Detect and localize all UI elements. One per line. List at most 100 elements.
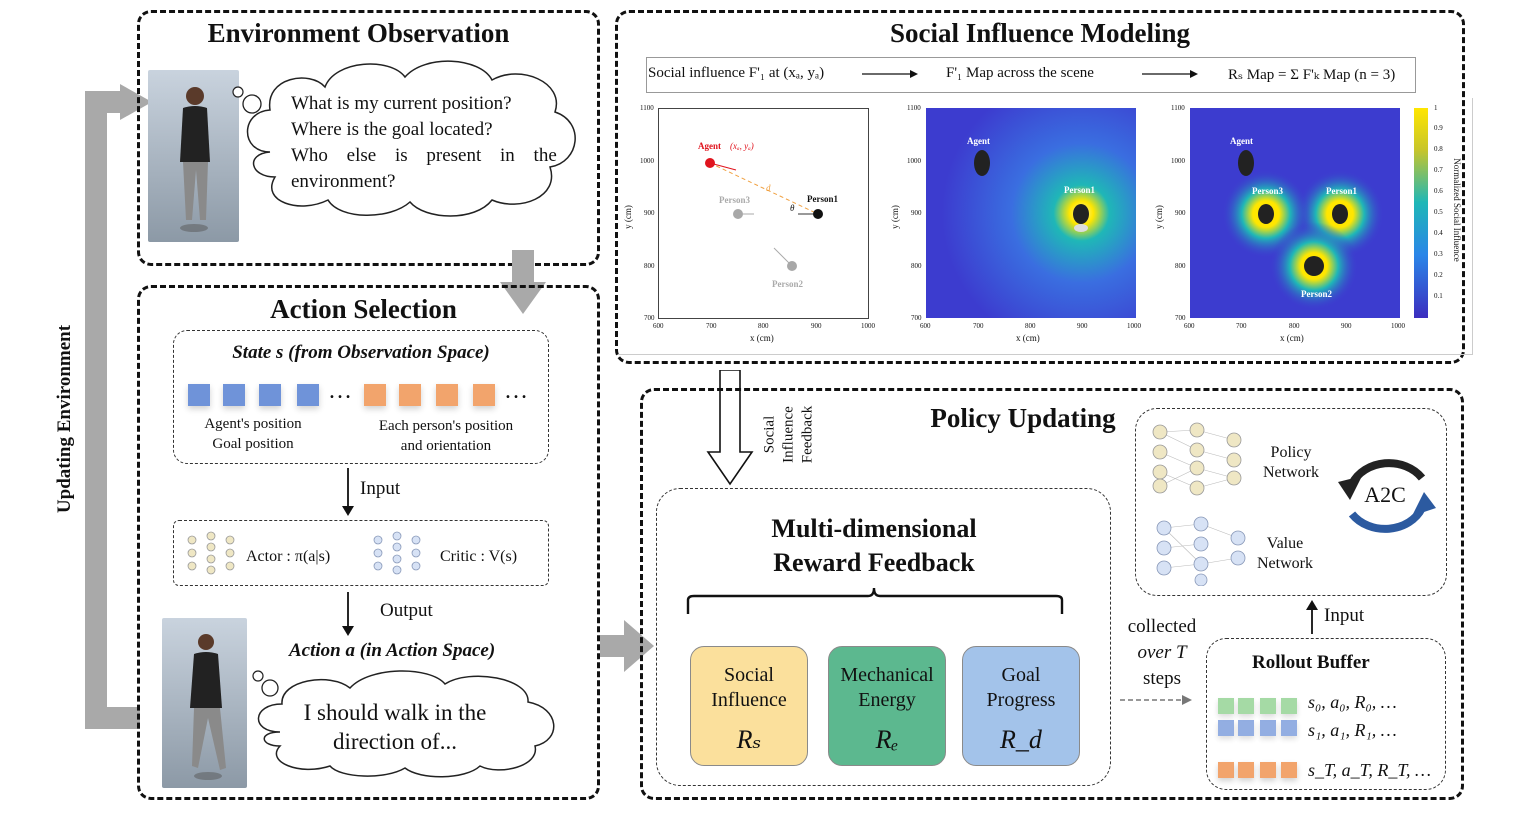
formula-social-influence: Social influence F'₁ at (xₐ, yₐ)	[648, 65, 825, 81]
state-title-text: State s (from Observation Space)	[232, 342, 490, 363]
person3-label: Person3	[719, 195, 750, 205]
buffer-chip	[1238, 762, 1254, 778]
collected-line3: steps	[1143, 668, 1181, 689]
plot-rs-heatmap	[1190, 108, 1400, 318]
buffer-chip	[1218, 720, 1234, 736]
feedback-arrow	[706, 370, 754, 486]
agent-label: Agent	[967, 136, 990, 146]
x-tick: 700	[1236, 322, 1247, 330]
reward-title-line2: Reward Feedback	[773, 548, 975, 577]
reward-social-influence: Social Influence Rₛ	[690, 646, 808, 766]
reward-energy-symbol: Rₑ	[875, 725, 899, 754]
state-title: State s (from Observation Space)	[173, 342, 549, 364]
action-thought-line2: direction of...	[333, 729, 457, 754]
state-chip	[436, 384, 458, 406]
y-tick: 800	[644, 262, 655, 270]
state-ellipsis: …	[328, 378, 352, 404]
colorbar-tick: 0.9	[1434, 124, 1443, 132]
colorbar-tick: 0.4	[1434, 229, 1443, 237]
state-chip	[364, 384, 386, 406]
thought-cloud-icon	[232, 60, 576, 217]
reward-social-symbol: Rₛ	[736, 725, 762, 754]
neural-network-icon	[1156, 516, 1246, 586]
policy-updating-panel	[640, 388, 1464, 800]
y-tick: 1000	[640, 157, 654, 165]
x-tick: 600	[653, 322, 664, 330]
x-tick: 700	[706, 322, 717, 330]
neural-network-icon	[1152, 422, 1242, 496]
obs-to-action-arrow	[500, 250, 546, 314]
obs-thought-line1: What is my current position?	[291, 93, 512, 114]
reward-goal-line1: Goal	[1001, 664, 1041, 686]
obs-thought-line3: Who else is present in the	[291, 145, 557, 166]
buffer-row-0: s₀, a₀, R₀, …	[1308, 692, 1397, 712]
social-influence-title: Social Influence Modeling	[889, 18, 1190, 48]
colorbar-tick: 0.7	[1434, 166, 1443, 174]
x-tick: 600	[1184, 322, 1195, 330]
plot-social-influence-schematic	[658, 108, 869, 319]
x-axis-label: x (cm)	[1016, 333, 1040, 343]
agent-position-label: Agent's position	[204, 416, 302, 432]
x-tick: 1000	[1127, 322, 1141, 330]
x-tick: 800	[1289, 322, 1300, 330]
value-network-line1: Value	[1266, 535, 1304, 552]
goal-position-label: Goal position	[212, 436, 294, 452]
a2c-label: A2C	[1364, 482, 1406, 507]
formula-map: F'₁ Map across the scene	[946, 65, 1094, 81]
theta-label: θ	[790, 203, 795, 213]
colorbar-tick: 0.2	[1434, 271, 1443, 279]
agent-label: Agent	[698, 141, 721, 151]
state-chip	[259, 384, 281, 406]
x-tick: 800	[1025, 322, 1036, 330]
buffer-chip	[1218, 698, 1234, 714]
person1-label: Person1	[1064, 185, 1095, 195]
person-position-label: Each person's position	[378, 418, 514, 434]
buffer-row-t: s_T, a_T, R_T, …	[1308, 760, 1432, 780]
distance-line	[709, 162, 819, 215]
state-chip	[473, 384, 495, 406]
actor-label: Actor : π(a|s)	[246, 548, 331, 565]
formula-arrow	[862, 70, 918, 78]
reward-goal-line2: Progress	[986, 689, 1056, 711]
person1-point	[813, 209, 823, 219]
x-tick: 1000	[1391, 322, 1405, 330]
person3-label: Person3	[1252, 186, 1283, 196]
action-selection-panel	[137, 285, 600, 800]
formula-arrow	[1142, 70, 1198, 78]
formula-bar	[646, 57, 1416, 93]
person-orientation-label: and orientation	[400, 438, 492, 454]
policy-network-line2: Network	[1263, 464, 1319, 481]
x-tick: 600	[920, 322, 931, 330]
y-tick: 1000	[907, 157, 921, 165]
person3-point	[733, 209, 743, 219]
agent-label: Agent	[1230, 136, 1253, 146]
y-tick: 700	[1175, 314, 1186, 322]
reward-social-line2: Influence	[711, 689, 787, 711]
person2-label: Person2	[1301, 289, 1332, 299]
x-tick: 1000	[861, 322, 875, 330]
policy-input-label: Input	[1324, 605, 1365, 626]
action-selection-title: Action Selection	[270, 294, 457, 324]
buffer-chip	[1281, 720, 1297, 736]
y-tick: 900	[1175, 209, 1186, 217]
reward-social-line1: Social	[724, 664, 774, 686]
y-tick: 1000	[1171, 157, 1185, 165]
x-tick: 800	[758, 322, 769, 330]
social-influence-panel	[615, 10, 1465, 364]
action-output-label: Output	[380, 600, 433, 621]
collected-line1: collected	[1127, 616, 1197, 637]
y-tick: 900	[644, 209, 655, 217]
y-tick: 700	[911, 314, 922, 322]
policy-network-line1: Policy	[1270, 444, 1312, 461]
action-input-label: Input	[360, 478, 401, 499]
y-tick: 1100	[640, 104, 654, 112]
action-title: Action a (in Action Space)	[289, 640, 496, 661]
state-chip	[223, 384, 245, 406]
actor-critic-box	[173, 520, 549, 586]
state-chip	[399, 384, 421, 406]
rollout-buffer-box	[1206, 638, 1446, 790]
action-to-policy-arrow	[600, 620, 654, 672]
buffer-chip	[1238, 720, 1254, 736]
state-box	[173, 330, 549, 464]
action-thought-line1: I should walk in the	[303, 700, 487, 725]
